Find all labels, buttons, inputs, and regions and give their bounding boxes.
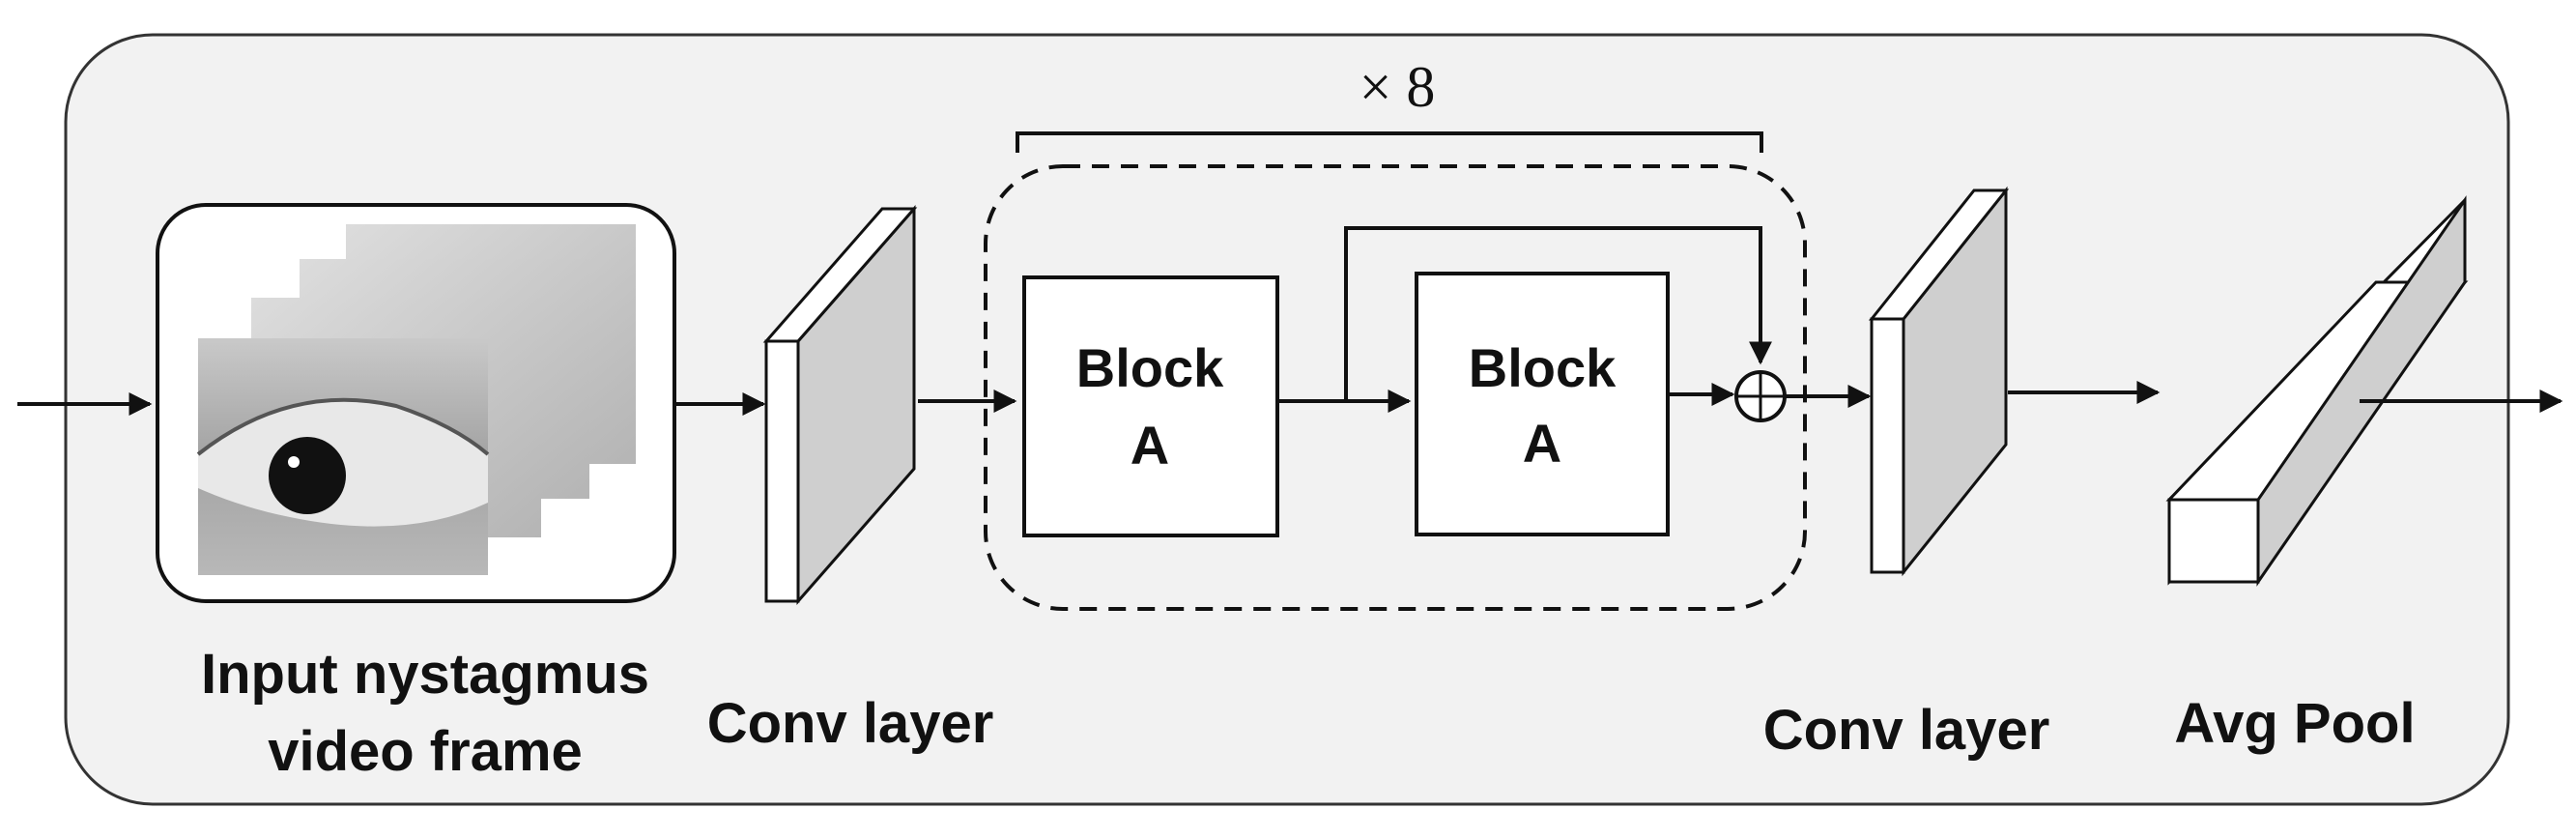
block-a-2-label-line1: Block bbox=[1469, 337, 1617, 398]
input-frames-group bbox=[156, 203, 676, 603]
repeat-bracket bbox=[1016, 131, 1763, 153]
block-a-2 bbox=[1415, 272, 1670, 536]
block-a-1-label-line1: Block bbox=[1076, 337, 1224, 398]
conv-layer-2-shape bbox=[1868, 186, 2010, 577]
video-frame-1 bbox=[196, 338, 490, 575]
input-label-line2: video frame bbox=[268, 720, 583, 783]
outer-container bbox=[64, 33, 2510, 806]
input-label-line1: Input nystagmus bbox=[201, 643, 649, 706]
avg-pool-shape bbox=[2165, 195, 2469, 587]
conv1-label: Conv layer bbox=[707, 692, 994, 755]
block-a-1-label-line2: A bbox=[1131, 415, 1169, 476]
block-a-2-label-line2: A bbox=[1523, 413, 1561, 474]
conv-layer-1-shape bbox=[762, 205, 918, 605]
conv2-label: Conv layer bbox=[1763, 699, 2050, 762]
block-a-1 bbox=[1022, 275, 1279, 537]
skip-connection bbox=[1344, 226, 1772, 401]
sum-node-icon bbox=[1734, 370, 1787, 422]
repeat-region bbox=[984, 164, 1807, 611]
pool-label: Avg Pool bbox=[2174, 692, 2415, 755]
repeat-label: × 8 bbox=[1360, 55, 1436, 119]
pupil-icon bbox=[269, 437, 346, 514]
